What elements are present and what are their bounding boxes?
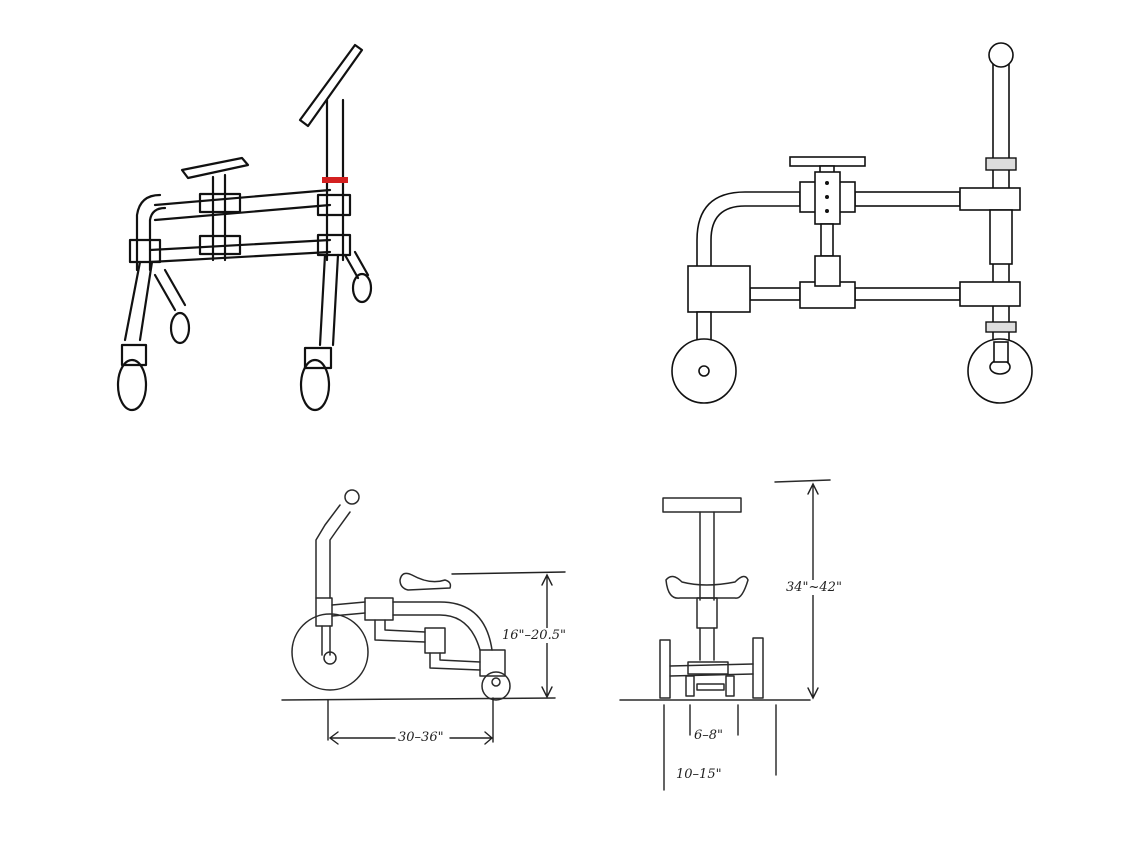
height-adjust-clamp [322,177,348,183]
inner-width-dimension: 6–8" [694,728,724,743]
side-dimension-sketch [281,489,566,745]
outer-width-dimension: 10–15" [676,767,722,782]
lower-collar [985,321,1017,333]
wheelbase-dimension: 30–36" [398,730,444,745]
upper-collar [985,157,1017,171]
seat-height-dimension: 16"–20.5" [502,628,566,643]
overall-height-dimension: 34"~42" [786,580,842,595]
clean-side-view [671,42,1033,404]
perspective-sketch [116,43,373,412]
front-dimension-sketch [619,479,831,791]
